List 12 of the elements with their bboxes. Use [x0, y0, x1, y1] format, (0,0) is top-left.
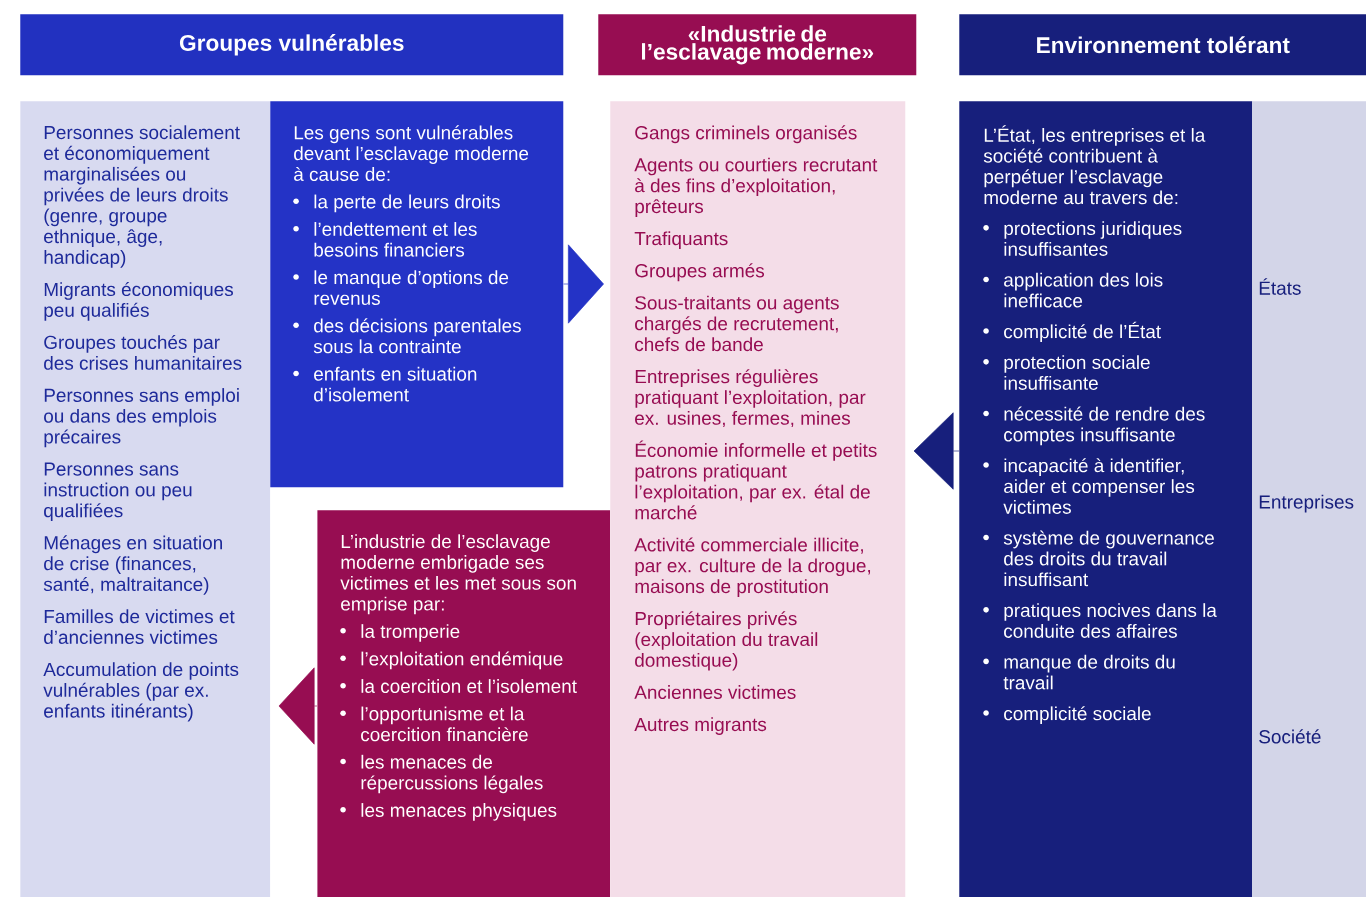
- info-box: L’industrie de l’esclavage moderne embrigade ses victimes et les met sous son emprise par: la tromperie l’exploitation endémique la coercition et l’isolement l’opportunisme et la coercition financière les menaces de répercussions légales les menaces physiques: [317, 510, 611, 897]
- sector-band: États Entreprises Société: [1252, 101, 1366, 897]
- header-banner: Environnement tolérant: [959, 14, 1366, 76]
- header-banner: Groupes vulnérables: [20, 14, 564, 76]
- actor-list-panel: Gangs criminels organisés Agents ou courtiers recrutant à des fins d’exploitation, prêteurs Trafiquants Groupes armés Sous-traitants ou agents chargés de recrutement, chefs de bande Entreprises régulières pratiquant l’exploitation, par ex. usines, fermes, mines Économie informelle et petits patrons pratiquant l’exploitation, par ex. étal de marché Activité commerciale illicite, par ex. culture de la drogue, maisons de prostitution Propriétaires privés (exploitation du travail domestique) Anciennes victimes Autres migrants: [610, 101, 906, 897]
- pointer-arrow: [278, 667, 318, 745]
- pointer-arrow: [913, 412, 960, 490]
- header-banner: «Industrie de l’esclavage moderne»: [598, 14, 917, 76]
- info-box: Les gens sont vulnérables devant l’esclavage moderne à cause de: la perte de leurs droits l’endettement et les besoins financiers le manque d’options de revenus des décisions parentales sous la contrainte enfants en situation d’isolement: [270, 101, 564, 488]
- pointer-arrow: [563, 244, 604, 324]
- group-list-panel: Personnes socialement et économiquement marginalisées ou privées de leurs droits (genre, groupe ethnique, âge, handicap) Migrants économiques peu qualifiés Groupes touchés par des crises humanitaires Personnes sans emploi ou dans des emplois précaires Personnes sans instruction ou peu qualifiées Ménages en situation de crise (finances, santé, maltraitance) Familles de victimes et d’anciennes victimes Accumulation de points vulnérables (par ex. enfants itinérants): [20, 101, 271, 897]
- info-box: L’État, les entreprises et la société contribuent à perpétuer l’esclavage moderne au travers de: protections juridiques insuffisantes application des lois inefficace complicité de l’État protection sociale insuffisante nécessité de rendre des comptes insuffisante incapacité à identifier, aider et compenser les victimes système de gouvernance des droits du travail insuffisant pratiques nocives dans la conduite des affaires manque de droits du travail complicité sociale: [959, 101, 1253, 897]
